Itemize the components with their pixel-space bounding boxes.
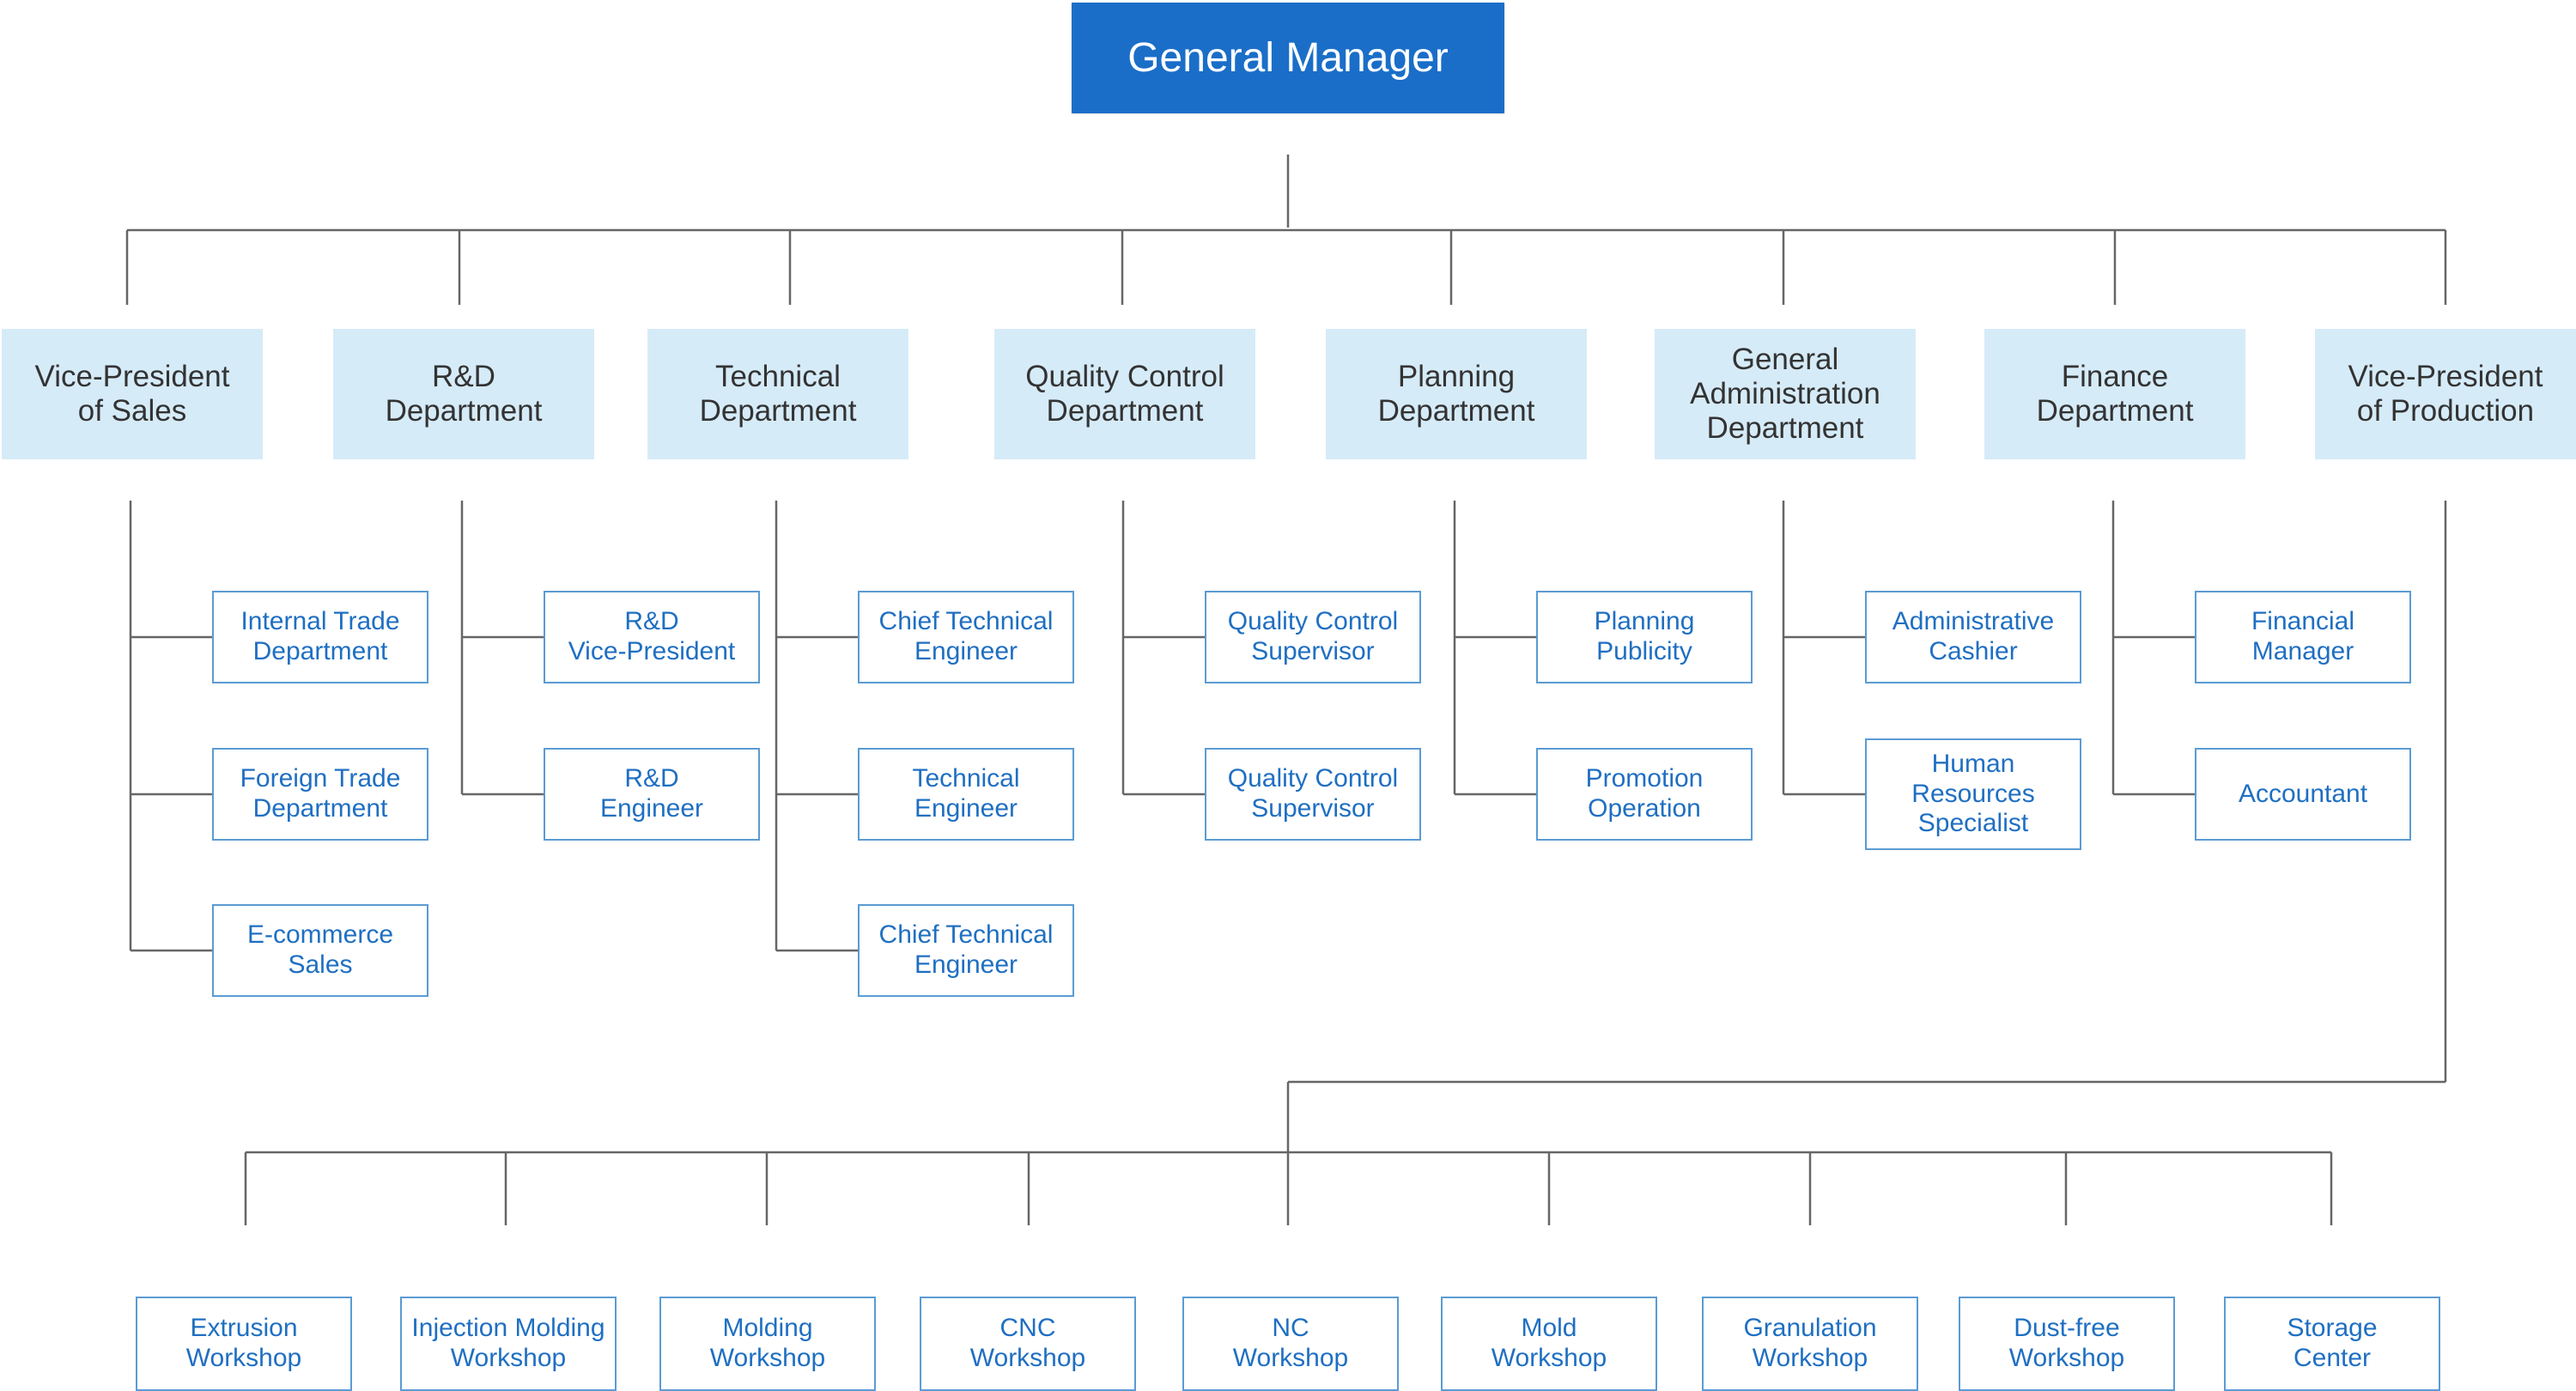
workshop-box-2: Injection Molding Workshop [400,1297,617,1391]
sub-unit-box: E-commerce Sales [212,904,428,997]
sub-unit-box: Chief Technical Engineer [858,904,1074,997]
department-box-4: Quality Control Department [994,329,1255,459]
sub-unit-box: R&D Engineer [544,748,760,841]
department-box-8: Vice-President of Production [2315,329,2576,459]
department-box-3: Technical Department [647,329,908,459]
general-manager-box: General Manager [1072,3,1504,113]
sub-unit-box: Accountant [2195,748,2411,841]
sub-unit-box: Administrative Cashier [1865,591,2081,683]
workshop-box-7: Granulation Workshop [1702,1297,1918,1391]
sub-unit-box: Chief Technical Engineer [858,591,1074,683]
department-box-5: Planning Department [1326,329,1587,459]
department-box-1: Vice-President of Sales [2,329,263,459]
department-box-7: Finance Department [1984,329,2245,459]
workshop-box-6: Mold Workshop [1441,1297,1657,1391]
sub-unit-box: Foreign Trade Department [212,748,428,841]
workshop-box-8: Dust-free Workshop [1959,1297,2175,1391]
workshop-box-4: CNC Workshop [920,1297,1136,1391]
workshop-box-5: NC Workshop [1182,1297,1399,1391]
department-box-6: General Administration Department [1655,329,1916,459]
sub-unit-box: Technical Engineer [858,748,1074,841]
sub-unit-box: Quality Control Supervisor [1205,591,1421,683]
department-box-2: R&D Department [333,329,594,459]
sub-unit-box: Planning Publicity [1536,591,1753,683]
sub-unit-box: R&D Vice-President [544,591,760,683]
sub-unit-box: Internal Trade Department [212,591,428,683]
sub-unit-box: Financial Manager [2195,591,2411,683]
workshop-box-1: Extrusion Workshop [136,1297,352,1391]
sub-unit-box: Promotion Operation [1536,748,1753,841]
sub-unit-box: Quality Control Supervisor [1205,748,1421,841]
workshop-box-3: Molding Workshop [659,1297,876,1391]
workshop-box-9: Storage Center [2224,1297,2440,1391]
sub-unit-box: Human Resources Specialist [1865,738,2081,850]
